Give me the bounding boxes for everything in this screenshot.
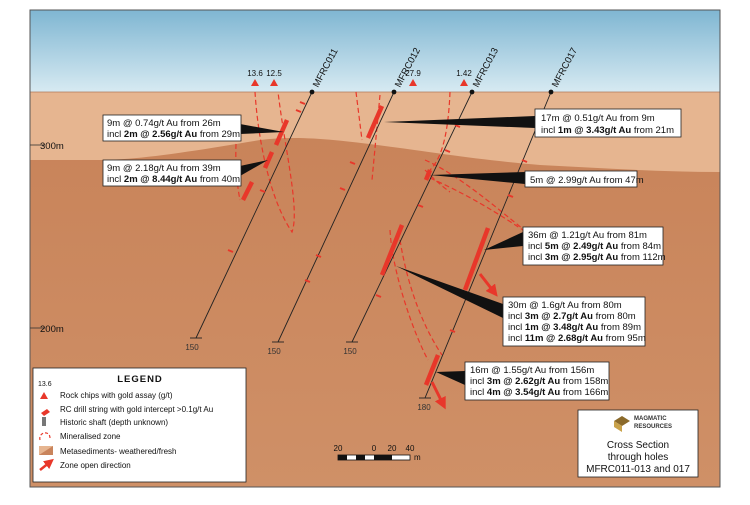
sky — [30, 10, 720, 92]
intercept-4-main: 5m @ 2.99g/t Au from 47m — [530, 175, 644, 186]
drill-holes — [190, 91, 552, 399]
section-title-line-2: through holes — [608, 452, 669, 463]
svg-text:incl 3m @ 2.95g/t Au from 112m: incl 3m @ 2.95g/t Au from 112m — [528, 252, 666, 263]
legend-sample-value: 13.6 — [38, 381, 52, 388]
scale-tick-40: 40 — [406, 444, 415, 453]
logo-line-1: MAGMATIC — [634, 416, 667, 422]
intercept-5-main: 36m @ 1.21g/t Au from 81m — [528, 230, 647, 241]
rock-chip-1 — [251, 79, 259, 86]
end-depth-mfrc013: 150 — [343, 347, 357, 356]
hole-trace-mfrc017 — [424, 91, 552, 399]
scale-tick-20: 20 — [388, 444, 397, 453]
svg-text:incl 3m @ 2.7g/t Au from 80m: incl 3m @ 2.7g/t Au from 80m — [508, 311, 636, 322]
end-depth-mfrc017: 180 — [417, 403, 431, 412]
scale-bar: 20 0 20 40 m — [334, 444, 421, 462]
intercept-box-7: 16m @ 1.55g/t Au from 156m incl 3m @ 2.6… — [464, 361, 610, 401]
hole-trace-mfrc012 — [277, 91, 395, 343]
legend-zone-icon — [39, 432, 51, 441]
intercept-box-3: 17m @ 0.51g/t Au from 9m incl 1m @ 3.43g… — [534, 108, 682, 138]
intercept-6-main: 30m @ 1.6g/t Au from 80m — [508, 300, 622, 311]
svg-text:incl 1m @ 3.43g/t Au from 21m: incl 1m @ 3.43g/t Au from 21m — [541, 125, 674, 136]
svg-text:incl 1m @ 3.48g/t Au from 89m: incl 1m @ 3.48g/t Au from 89m — [508, 322, 641, 333]
svg-text:incl 3m @ 2.62g/t Au from 158m: incl 3m @ 2.62g/t Au from 158m — [470, 376, 608, 387]
legend-item-metased: Metasediments- weathered/fresh — [60, 447, 177, 456]
intercept-box-5: 36m @ 1.21g/t Au from 81m incl 5m @ 2.49… — [522, 226, 666, 266]
legend-intercept-icon — [41, 409, 50, 416]
intercept-box-1: 9m @ 0.74g/t Au from 26m incl 2m @ 2.56g… — [102, 114, 242, 142]
legend-item-rock-chips: Rock chips with gold assay (g/t) — [60, 391, 173, 400]
legend-item-zone: Mineralised zone — [60, 432, 121, 441]
scale-tick-0: 0 — [372, 444, 377, 453]
rock-chip-value-4: 1.42 — [456, 69, 472, 78]
legend-item-open-direction: Zone open direction — [60, 461, 131, 470]
collars — [309, 89, 554, 95]
rock-chip-3 — [409, 79, 417, 86]
elevation-axis: 300m 200m — [30, 141, 64, 335]
legend-item-shaft: Historic shaft (depth unknown) — [60, 418, 168, 427]
zone-open-arrows — [430, 273, 498, 410]
rock-chip-2 — [270, 79, 278, 86]
callout-pointers — [240, 116, 535, 385]
logo-line-2: RESOURCES — [634, 424, 672, 430]
scale-tick-20-left: 20 — [334, 444, 343, 453]
legend-title: LEGEND — [117, 374, 163, 385]
rock-chip-value-3: 27.9 — [405, 69, 421, 78]
elevation-200: 200m — [40, 324, 64, 335]
intercept-box-6: 30m @ 1.6g/t Au from 80m incl 3m @ 2.7g/… — [502, 296, 646, 347]
rock-chip-value-1: 13.6 — [247, 69, 263, 78]
legend-item-intercept: RC drill string with gold intercept >0.1… — [60, 405, 213, 414]
rock-chip-4 — [460, 79, 468, 86]
frame — [29, 9, 721, 488]
legend-arrow-icon — [39, 458, 54, 471]
intercept-2-main: 9m @ 2.18g/t Au from 39m — [107, 163, 221, 174]
legend: LEGEND 13.6 Rock chips with gold assay (… — [32, 367, 247, 483]
svg-text:incl 11m @ 2.68g/t Au from 95m: incl 11m @ 2.68g/t Au from 95m — [508, 333, 646, 344]
title-block: MAGMATIC RESOURCES Cross Section through… — [577, 409, 699, 478]
rock-chip-value-2: 12.5 — [266, 69, 282, 78]
gold-intercepts — [240, 105, 491, 386]
svg-text:incl 2m @ 2.56g/t Au from 29m: incl 2m @ 2.56g/t Au from 29m — [107, 129, 240, 140]
intercept-box-4: 5m @ 2.99g/t Au from 47m — [524, 170, 644, 188]
svg-text:incl 5m @ 2.49g/t Au from 84m: incl 5m @ 2.49g/t Au from 84m — [528, 241, 661, 252]
intercept-3-main: 17m @ 0.51g/t Au from 9m — [541, 113, 655, 124]
scale-unit: m — [414, 453, 421, 462]
section-title-line-1: Cross Section — [607, 440, 669, 451]
end-depth-mfrc012: 150 — [267, 347, 281, 356]
intercept-box-2: 9m @ 2.18g/t Au from 39m incl 2m @ 8.44g… — [102, 159, 242, 187]
legend-shaft-icon — [42, 417, 46, 426]
intercept-1-main: 9m @ 0.74g/t Au from 26m — [107, 118, 221, 129]
hole-trace-mfrc011 — [195, 91, 313, 339]
legend-rock-chip-icon — [40, 392, 48, 399]
svg-text:incl 2m @ 8.44g/t Au from 40m: incl 2m @ 8.44g/t Au from 40m — [107, 174, 240, 185]
intercept-7-main: 16m @ 1.55g/t Au from 156m — [470, 365, 594, 376]
section-title-line-3: MFRC011-013 and 017 — [586, 464, 690, 475]
hole-trace-mfrc013 — [351, 91, 473, 343]
rock-chips — [251, 79, 468, 86]
svg-text:incl 4m @ 3.54g/t Au from 166m: incl 4m @ 3.54g/t Au from 166m — [470, 387, 608, 398]
end-depth-mfrc011: 150 — [185, 343, 199, 352]
elevation-300: 300m — [40, 141, 64, 152]
